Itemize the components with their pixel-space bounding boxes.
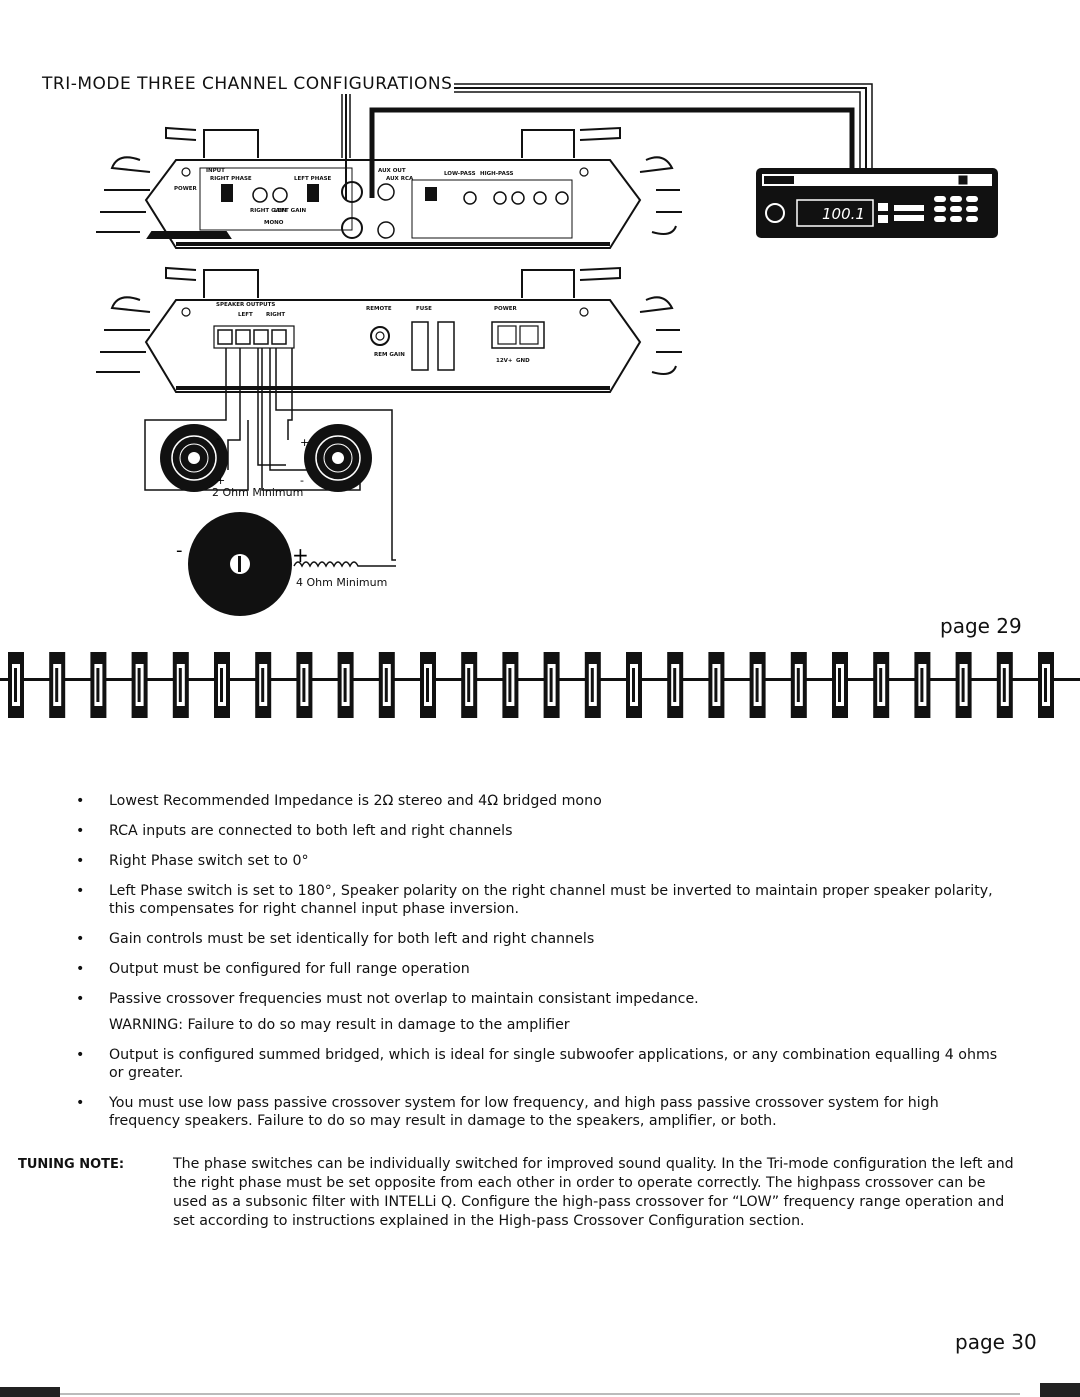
- amp-label-remote: REMOTE: [366, 306, 392, 312]
- binding-ring: [378, 652, 395, 718]
- bullet-dot: •: [76, 1047, 85, 1063]
- binding-ring: [790, 652, 807, 718]
- amp-label-left-phase: LEFT PHASE: [294, 176, 332, 182]
- polarity-plus-left: +: [216, 474, 225, 487]
- binding-ring: [420, 652, 436, 718]
- list-item: •RCA inputs are connected to both left a…: [76, 823, 513, 839]
- binding-ring: [296, 652, 313, 718]
- tuning-note-text: The phase switches can be individually s…: [173, 1156, 1014, 1229]
- polarity-plus-sub: +: [292, 543, 309, 567]
- list-item: •Passive crossover frequencies must not …: [76, 991, 699, 1007]
- amp-label-left-gain: LEFT GAIN: [274, 208, 307, 214]
- binding-ring: [214, 652, 230, 718]
- amp-label-rem-gain: REM GAIN: [374, 352, 405, 358]
- list-item: •Output must be configured for full rang…: [76, 961, 470, 977]
- amp-label-input: INPUT: [206, 168, 225, 174]
- tuning-note-label: TUNING NOTE:: [18, 1157, 125, 1172]
- speaker-pair-label: 2 Ohm Minimum: [212, 486, 304, 499]
- list-item: •Output is configured summed bridged, wh…: [76, 1047, 998, 1081]
- page-number-top: page 29: [940, 614, 1022, 638]
- binding-ring: [914, 652, 931, 718]
- amp-label-fuse: FUSE: [416, 306, 432, 312]
- subwoofer: [188, 512, 292, 616]
- bullet-dot: •: [76, 853, 85, 869]
- amp-label-right-phase: RIGHT PHASE: [210, 176, 252, 182]
- binding-ring: [49, 652, 66, 718]
- binding-ring: [543, 652, 560, 718]
- polarity-minus-left: -: [216, 432, 220, 445]
- amplifier-bottom: [96, 266, 682, 393]
- amplifier-top: [96, 126, 682, 249]
- diagram-title: TRI-MODE THREE CHANNEL CONFIGURATIONS: [42, 74, 455, 94]
- amp-label-aux-out: AUX OUT: [378, 168, 406, 174]
- polarity-minus-sub: -: [176, 540, 183, 561]
- warning-text: WARNING: Failure to do so may result in …: [109, 1017, 570, 1033]
- binding-ring: [461, 652, 478, 718]
- bullet-dot: •: [76, 883, 85, 899]
- binding-ring: [131, 652, 148, 718]
- binding-ring: [832, 652, 848, 718]
- binding-ring: [502, 652, 519, 718]
- amp-label-aux-rca: AUX RCA: [386, 176, 414, 182]
- amp-label-low-pass: LOW-PASS: [444, 171, 476, 177]
- bullet-dot: •: [76, 793, 85, 809]
- speaker-right: [304, 424, 372, 492]
- amp-label-left: LEFT: [238, 312, 253, 318]
- rca-cables: [341, 83, 873, 200]
- head-unit-radio: [756, 168, 998, 238]
- binding-ring: [955, 652, 972, 718]
- binding-ring: [584, 652, 601, 718]
- list-item: •Left Phase switch is set to 180°, Speak…: [76, 883, 993, 917]
- amp-label-right: RIGHT: [266, 312, 285, 318]
- list-item: •Gain controls must be set identically f…: [76, 931, 595, 947]
- binding-ring: [873, 652, 890, 718]
- amp-label-speaker-outputs: SPEAKER OUTPUTS: [216, 302, 275, 308]
- amp-label-power: POWER: [174, 186, 198, 192]
- list-item: •You must use low pass passive crossover…: [76, 1095, 939, 1129]
- requirements-list: •Lowest Recommended Impedance is 2Ω ster…: [76, 792, 1006, 1142]
- page-number-bottom: page 30: [955, 1330, 1037, 1354]
- bullet-dot: •: [76, 931, 85, 947]
- binding-ring: [667, 652, 684, 718]
- amp-label-power-bottom: POWER: [494, 306, 518, 312]
- tuning-note: TUNING NOTE: The phase switches can be i…: [18, 1155, 1018, 1231]
- bullet-dot: •: [76, 823, 85, 839]
- binding-edge: [0, 678, 1080, 681]
- subwoofer-label: 4 Ohm Minimum: [296, 576, 388, 589]
- amp-label-mono: MONO: [264, 220, 284, 226]
- speaker-left: [160, 424, 228, 492]
- binding-ring: [708, 652, 725, 718]
- binding-ring: [8, 652, 24, 718]
- list-item: •Right Phase switch set to 0°: [76, 853, 309, 869]
- bullet-dot: •: [76, 961, 85, 977]
- polarity-minus-right: -: [300, 474, 304, 487]
- binding-ring: [337, 652, 354, 718]
- amp-label-right-gain: RIGHT GAIN: [250, 208, 287, 214]
- binding-ring: [172, 652, 189, 718]
- radio-display: 100.1: [822, 205, 865, 223]
- amp-label-high-pass: HIGH-PASS: [480, 171, 514, 177]
- binding-ring: [90, 652, 107, 718]
- binding-ring: [996, 652, 1013, 718]
- scan-edge: [0, 1383, 1080, 1397]
- wiring-diagram: 100.1: [96, 83, 998, 616]
- binding-ring: [1038, 652, 1054, 718]
- amp-label-gnd: GND: [516, 358, 530, 364]
- inductor-coil: [293, 561, 396, 568]
- binding-ring: [749, 652, 766, 718]
- binding-ring: [626, 652, 642, 718]
- bullet-dot: •: [76, 1095, 85, 1111]
- spiral-binding: [0, 652, 1080, 718]
- bullet-dot: •: [76, 991, 85, 1007]
- amp-label-12v: 12V+: [496, 358, 513, 364]
- list-item: •Lowest Recommended Impedance is 2Ω ster…: [76, 793, 602, 809]
- binding-ring: [255, 652, 272, 718]
- polarity-plus-right: +: [300, 436, 309, 449]
